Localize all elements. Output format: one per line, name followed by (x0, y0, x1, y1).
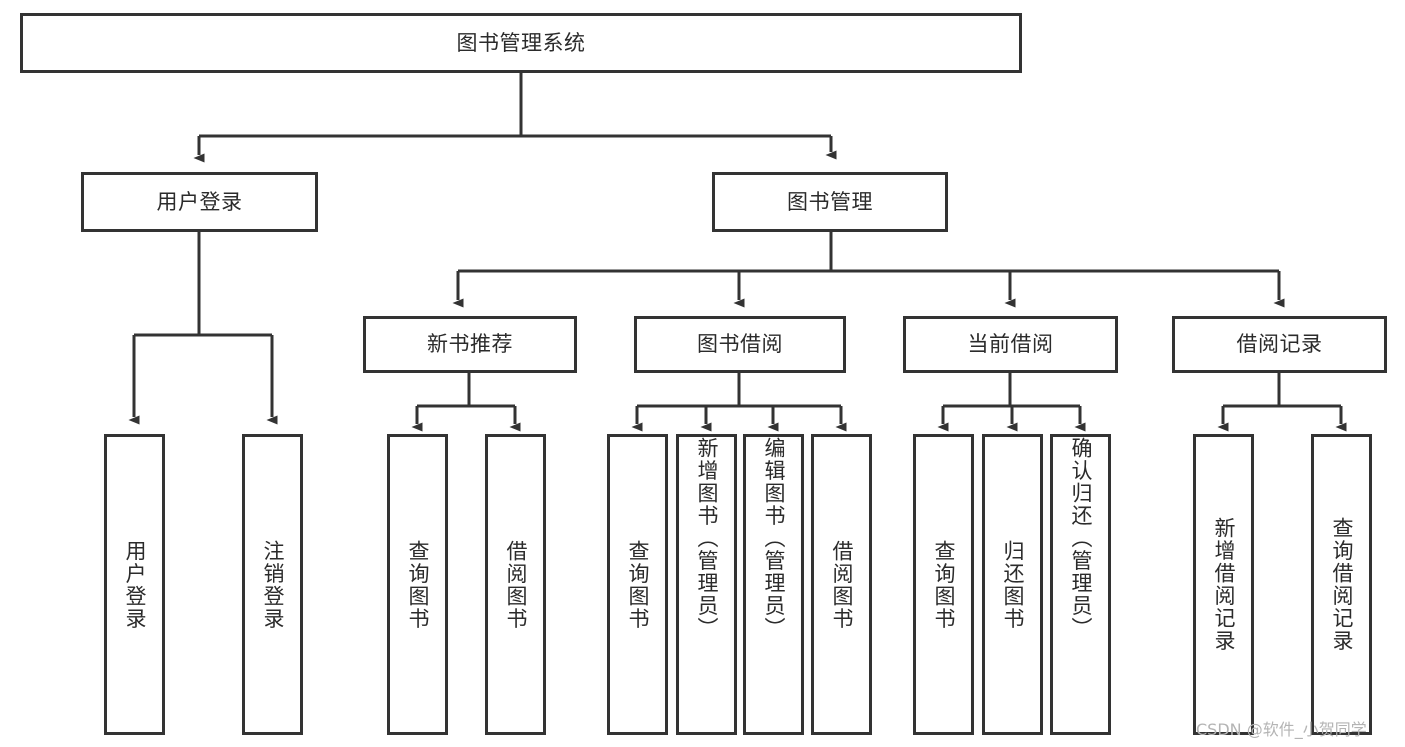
node-current-borrow-label: 当前借阅 (967, 332, 1054, 357)
node-leaf-confirm-return[interactable]: 确认归还（管理员） (1050, 434, 1111, 735)
node-book-borrow[interactable]: 图书借阅 (634, 316, 846, 373)
node-leaf-edit-book[interactable]: 编辑图书（管理员） (743, 434, 804, 735)
node-leaf-user-login-label: 用户登录 (123, 539, 147, 630)
node-leaf-query-record[interactable]: 查询借阅记录 (1311, 434, 1372, 735)
node-leaf-logout-login-label: 注销登录 (261, 539, 285, 630)
node-book-manage[interactable]: 图书管理 (712, 172, 948, 232)
node-book-borrow-label: 图书借阅 (697, 332, 783, 357)
node-leaf-logout-login[interactable]: 注销登录 (242, 434, 303, 735)
node-user-login-label: 用户登录 (156, 189, 243, 214)
watermark-text: CSDN @软件_小贺同学 (1196, 720, 1367, 739)
node-leaf-add-record[interactable]: 新增借阅记录 (1193, 434, 1254, 735)
node-leaf-borrow-book-2-label: 借阅图书 (830, 539, 854, 630)
node-user-login[interactable]: 用户登录 (81, 172, 318, 232)
node-new-book-recommend[interactable]: 新书推荐 (363, 316, 577, 373)
node-leaf-add-record-label: 新增借阅记录 (1212, 517, 1236, 652)
node-leaf-borrow-book-1-label: 借阅图书 (504, 539, 528, 630)
node-leaf-edit-book-label: 编辑图书（管理员） (762, 437, 786, 640)
node-leaf-query-book-2-label: 查询图书 (626, 539, 650, 630)
node-leaf-borrow-book-1[interactable]: 借阅图书 (485, 434, 546, 735)
node-leaf-query-book-1-label: 查询图书 (406, 539, 430, 630)
node-leaf-add-book[interactable]: 新增图书（管理员） (676, 434, 737, 735)
node-root[interactable]: 图书管理系统 (20, 13, 1022, 73)
node-book-manage-label: 图书管理 (787, 189, 873, 214)
node-leaf-return-book[interactable]: 归还图书 (982, 434, 1043, 735)
node-leaf-return-book-label: 归还图书 (1001, 539, 1025, 630)
node-root-label: 图书管理系统 (456, 30, 586, 55)
node-current-borrow[interactable]: 当前借阅 (903, 316, 1118, 373)
node-leaf-query-book-3-label: 查询图书 (932, 539, 956, 630)
node-leaf-borrow-book-2[interactable]: 借阅图书 (811, 434, 872, 735)
node-borrow-record-label: 借阅记录 (1236, 332, 1323, 357)
node-leaf-query-book-3[interactable]: 查询图书 (913, 434, 974, 735)
node-leaf-confirm-return-label: 确认归还（管理员） (1069, 437, 1093, 640)
node-leaf-query-book-1[interactable]: 查询图书 (387, 434, 448, 735)
node-new-book-recommend-label: 新书推荐 (427, 332, 513, 357)
node-leaf-query-book-2[interactable]: 查询图书 (607, 434, 668, 735)
node-borrow-record[interactable]: 借阅记录 (1172, 316, 1387, 373)
node-leaf-query-record-label: 查询借阅记录 (1330, 517, 1354, 652)
node-leaf-user-login[interactable]: 用户登录 (104, 434, 165, 735)
node-leaf-add-book-label: 新增图书（管理员） (695, 437, 719, 640)
